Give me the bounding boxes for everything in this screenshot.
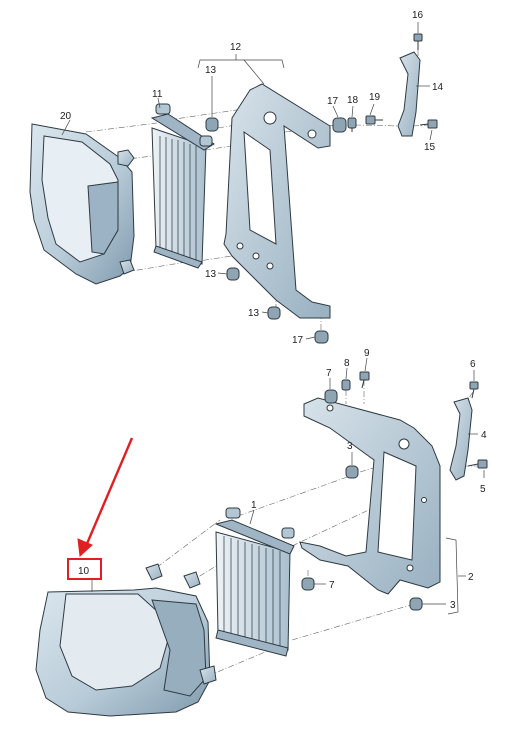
lower-leader-lines [91,357,485,605]
part-label-1: 1 [251,500,257,511]
part-label-2: 2 [468,572,474,583]
grommet-3-upper [345,465,359,479]
frame-bracket-upper [223,83,331,319]
highlight-annotation: 10 [67,437,134,580]
part-label-17: 17 [292,335,304,346]
bolt-9 [359,371,370,389]
part-label-13: 13 [248,308,260,319]
part-label-13: 13 [205,269,217,280]
bolt-15 [419,119,438,129]
mount-bracket-14 [397,51,421,137]
part-label-14: 14 [432,82,444,93]
mount-bracket-4 [449,397,473,481]
part-label-20: 20 [60,111,72,122]
grommet-13-top [205,117,219,132]
grommet-3-lower [409,597,423,611]
fastener-8 [341,379,351,391]
part-label-12: 12 [230,42,242,53]
lower-part-labels: 7 8 9 6 4 3 5 1 7 2 3 [251,348,487,611]
fastener-18 [347,117,357,132]
fastener-17-upper [332,117,347,133]
air-shroud-upper [29,123,135,285]
bolt-5 [467,459,488,469]
group-bracket-12 [197,54,285,85]
fastener-7-lower [301,577,315,591]
part-label-4: 4 [481,430,487,441]
part-label-10: 10 [78,566,90,577]
cooler-upper-fins [159,136,197,260]
part-label-19: 19 [369,92,381,103]
highlight-arrow-head [77,538,93,558]
part-label-16: 16 [412,10,424,21]
fastener-17-lower [314,330,329,344]
highlight-box [67,558,102,580]
group-bracket-2 [445,537,466,615]
air-shroud-lower [35,563,217,717]
lower-assembly: 7 8 9 6 4 3 5 1 7 2 3 10 [35,348,488,717]
cooler-lower [214,507,295,657]
grommet-13-low [267,306,281,320]
part-label-6: 6 [470,359,476,370]
highlight-arrow-shaft [84,437,134,547]
part-label-18: 18 [347,95,359,106]
bolt-19 [365,115,383,125]
part-label-5: 5 [480,484,486,495]
part-label-7: 7 [326,368,332,379]
bolt-16 [413,33,423,50]
bolt-6 [469,381,479,399]
part-label-8: 8 [344,358,350,369]
part-label-3: 3 [347,441,353,452]
frame-bracket-lower [299,397,441,595]
part-label-11: 11 [152,89,163,100]
upper-assembly: 20 11 13 12 17 18 19 16 14 15 13 13 17 [29,10,444,346]
part-label-17: 17 [327,96,339,107]
part-label-7: 7 [329,580,335,591]
part-label-9: 9 [364,348,370,359]
grommet-13-mid [226,267,240,281]
part-label-13: 13 [205,65,217,76]
part-label-15: 15 [424,142,436,153]
upper-part-labels: 20 11 13 12 17 18 19 16 14 15 13 13 17 [60,10,444,346]
cooler-lower-fins [223,536,281,648]
fastener-7-upper [324,389,338,404]
upper-leader-lines [61,22,433,340]
cooler-upper [150,103,215,269]
part-label-3: 3 [450,600,456,611]
